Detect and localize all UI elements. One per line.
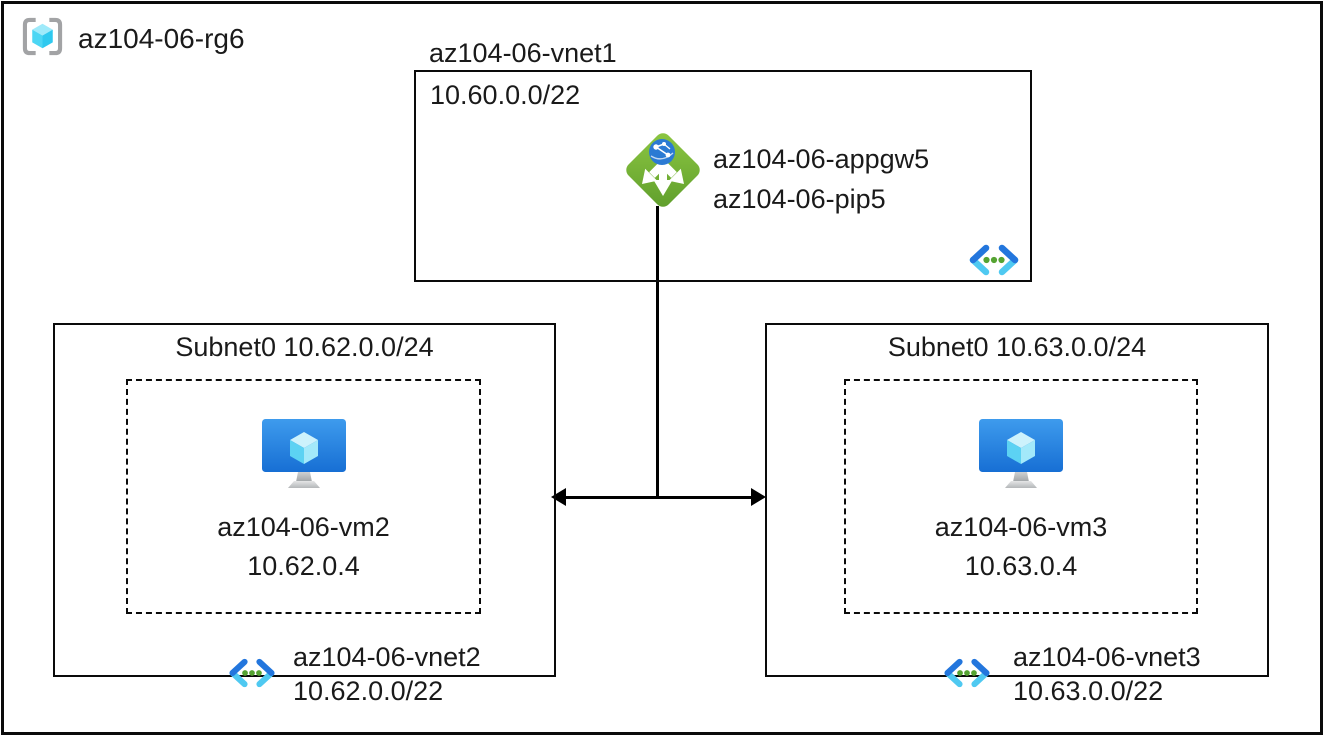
vnet3-address-space: 10.63.0.0/22 [1013,676,1164,706]
gateway-connector-line [656,206,659,498]
vnet2-name-label: az104-06-vnet2 [293,642,481,672]
application-gateway-icon [621,128,705,217]
resource-group-icon [20,16,65,62]
resource-group-header: az104-06-rg6 [20,16,245,62]
arrow-right-icon [751,488,766,506]
vm2-name-label: az104-06-vm2 [217,512,390,542]
virtual-network-icon [966,241,1022,284]
vm2-ip-label: 10.62.0.4 [247,551,360,581]
vnet2-box: Subnet0 10.62.0.0/24 az104-06-vm2 10.62.… [53,323,556,677]
pip-name-label: az104-06-pip5 [713,184,886,214]
vnet1-box: 10.60.0.0/22 az104-06-appgw5 [414,70,1032,282]
appgw-labels: az104-06-appgw5 az104-06-pip5 [713,139,929,219]
vnet3-subnet-dashed-box: az104-06-vm3 10.63.0.4 [844,379,1198,614]
vnet3-tag: az104-06-vnet3 10.63.0.0/22 [1013,640,1201,708]
vm3-name-label: az104-06-vm3 [934,512,1108,542]
vnet2-subnet-label: Subnet0 10.62.0.0/24 [175,332,434,362]
vnet2-address-space: 10.62.0.0/22 [293,676,444,706]
virtual-network-icon [941,654,993,697]
vnet3-box: Subnet0 10.63.0.0/24 az104-06-vm3 10.63.… [765,323,1269,677]
appgw-name-label: az104-06-appgw5 [713,144,930,174]
resource-group-label: az104-06-rg6 [78,23,245,54]
vnet3-name-label: az104-06-vnet3 [1013,642,1201,672]
peering-arrow-line [563,496,753,499]
vm3-ip-label: 10.63.0.4 [964,551,1078,581]
vnet3-subnet-label: Subnet0 10.63.0.0/24 [887,332,1147,362]
vnet2-tag: az104-06-vnet2 10.62.0.0/22 [293,640,481,708]
vnet1-name-label: az104-06-vnet1 [429,38,617,68]
vnet1-address-space: 10.60.0.0/22 [430,80,581,110]
vm-icon [261,419,347,496]
virtual-network-icon [226,654,278,697]
vnet2-subnet-dashed-box: az104-06-vm2 10.62.0.4 [126,379,481,614]
vm-icon [978,419,1064,496]
globe-icon [649,139,675,165]
